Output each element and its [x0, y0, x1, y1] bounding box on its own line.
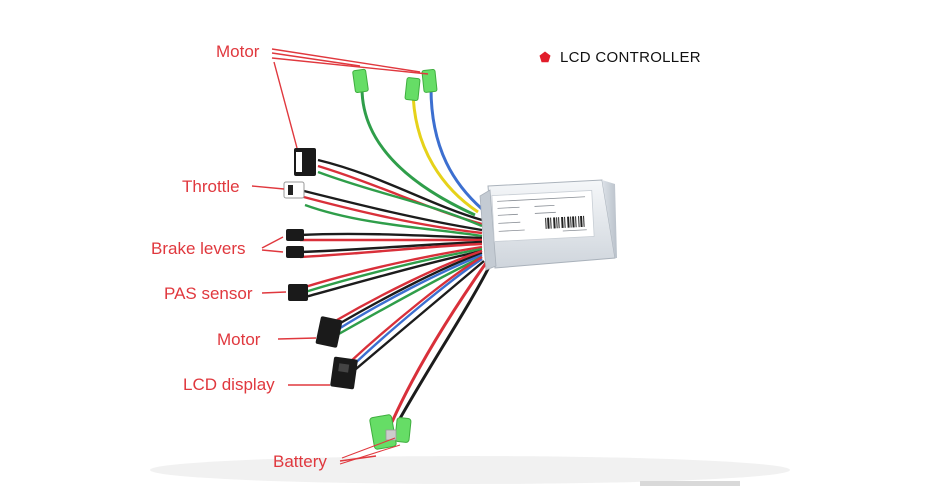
label-motor-hall: Motor [217, 330, 261, 349]
label-battery: Battery [273, 452, 327, 471]
floor-shadow [150, 456, 790, 484]
label-throttle: Throttle [182, 177, 240, 196]
barcode [545, 215, 585, 229]
product-sticker [491, 189, 595, 243]
controller-box [479, 179, 617, 271]
throttle-connector [283, 181, 305, 199]
label-brake-levers: Brake levers [151, 239, 246, 258]
brake-connectors [286, 229, 304, 258]
label-motor-phase: Motor [216, 42, 260, 61]
label-lcd-display: LCD display [183, 375, 275, 394]
diagram-title: LCD CONTROLLER [539, 49, 701, 66]
lcd-connector [330, 356, 358, 390]
motor-hall-connector [315, 316, 343, 348]
pentagon-bullet-icon [539, 51, 551, 63]
pas-connector [288, 284, 308, 301]
shadow-strip [640, 481, 740, 486]
label-pas-sensor: PAS sensor [164, 284, 253, 303]
battery-connector [369, 414, 412, 450]
motor-phase-connector [294, 148, 316, 176]
phase-bullet-connectors [352, 68, 438, 101]
diagram-title-text: LCD CONTROLLER [560, 49, 701, 66]
leader-lines [251, 48, 429, 465]
phase-wires [360, 87, 483, 217]
wire-bundle [299, 158, 492, 423]
